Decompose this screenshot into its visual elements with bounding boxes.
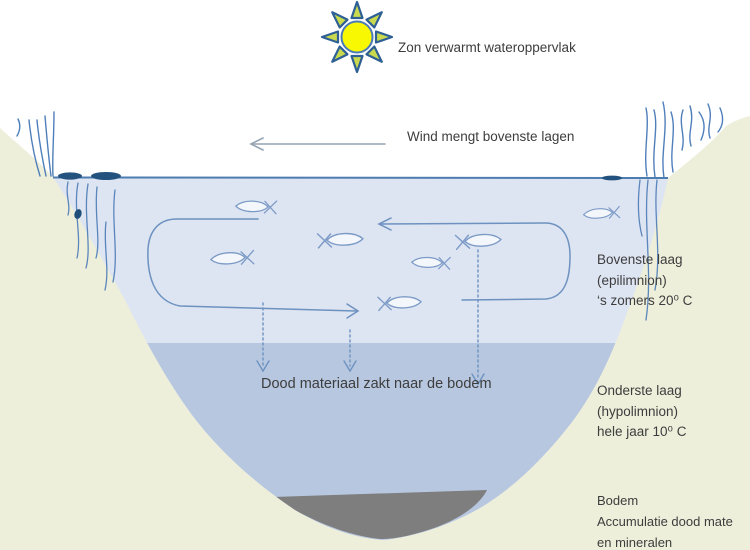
fish-icon	[209, 249, 255, 265]
lily-pad-icon	[58, 172, 622, 181]
hypolimnion-label-line1: Onderste laag	[597, 383, 682, 398]
fish-icon	[410, 256, 451, 270]
sinking-material-caption: Dood materiaal zakt naar de bodem	[261, 376, 492, 392]
underwater-plants-left-icon	[66, 181, 116, 291]
fish-icon	[234, 200, 278, 215]
bodem-label-line1: Bodem	[597, 493, 639, 508]
underwater-plants-right-icon	[637, 179, 659, 321]
sun-caption: Zon verwarmt wateroppervlak	[398, 40, 576, 55]
bodem-label-line2: Accumulatie dood mate	[597, 514, 733, 529]
circulation-loop-left-icon	[147, 218, 360, 319]
wind-left-arrow-icon	[249, 137, 386, 151]
circulation-loop-right-icon	[377, 217, 571, 301]
fish-icon	[316, 232, 364, 249]
epilimnion-label-line3: ‘s zomers 20⁰ C	[597, 293, 693, 308]
epilimnion-label: Bovenste laag (epilimnion) ‘s zomers 20⁰…	[597, 250, 692, 312]
fish-icon	[377, 296, 423, 312]
fish-school	[209, 200, 621, 312]
fish-icon	[454, 233, 502, 251]
bodem-label: Bodem Accumulatie dood mate en mineralen	[597, 490, 733, 550]
waterline	[52, 176, 669, 179]
bodem-label-line3: en mineralen	[597, 535, 673, 550]
fish-icon	[582, 205, 621, 219]
epilimnion-label-line1: Bovenste laag	[597, 252, 683, 267]
hypolimnion-label-line3: hele jaar 10⁰ C	[597, 424, 687, 439]
sun-icon	[320, 0, 394, 74]
sinking-dashed-arrow-icon	[256, 249, 485, 386]
hypolimnion-label-line2: (hypolimnion)	[597, 403, 679, 419]
hypolimnion-label: Onderste laag (hypolimnion) hele jaar 10…	[597, 381, 686, 443]
sediment-accumulation	[273, 490, 487, 539]
reeds-left-icon	[16, 111, 55, 177]
reeds-right-icon	[645, 101, 724, 179]
epilimnion-label-line2: (epilimnion)	[597, 272, 667, 288]
wind-caption: Wind mengt bovenste lagen	[407, 129, 575, 144]
